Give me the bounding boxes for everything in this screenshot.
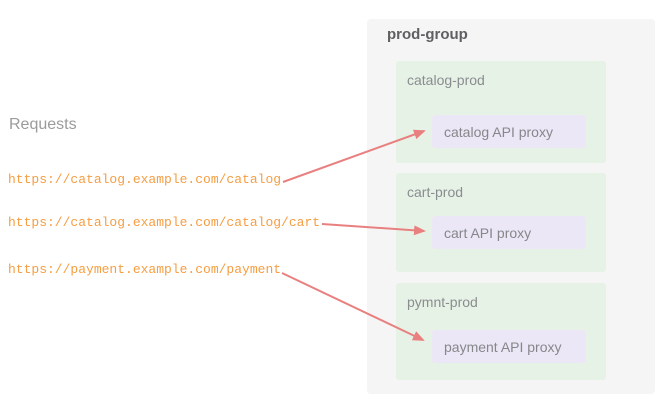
requests-heading: Requests	[9, 116, 77, 133]
request-url-payment: https://payment.example.com/payment	[8, 262, 282, 277]
env-label-catalog-prod: catalog-prod	[407, 72, 485, 88]
environment-group-title: prod-group	[387, 26, 468, 43]
env-label-pymnt-prod: pymnt-prod	[407, 294, 478, 310]
env-label-cart-prod: cart-prod	[407, 184, 464, 200]
proxy-box-payment: payment API proxy	[432, 330, 586, 363]
proxy-label-cart: cart API proxy	[444, 224, 532, 241]
proxy-box-cart: cart API proxy	[432, 216, 586, 249]
environment-group-box: prod-group catalog-prod catalog API prox…	[367, 19, 655, 394]
env-box-catalog-prod: catalog-prod catalog API proxy	[396, 61, 606, 163]
proxy-box-catalog: catalog API proxy	[432, 115, 586, 148]
request-url-catalog: https://catalog.example.com/catalog	[8, 172, 282, 187]
env-box-pymnt-prod: pymnt-prod payment API proxy	[396, 283, 606, 380]
request-url-catalog-cart: https://catalog.example.com/catalog/cart	[8, 215, 321, 230]
proxy-label-catalog: catalog API proxy	[444, 123, 553, 140]
proxy-label-payment: payment API proxy	[444, 338, 562, 355]
env-box-cart-prod: cart-prod cart API proxy	[396, 173, 606, 272]
